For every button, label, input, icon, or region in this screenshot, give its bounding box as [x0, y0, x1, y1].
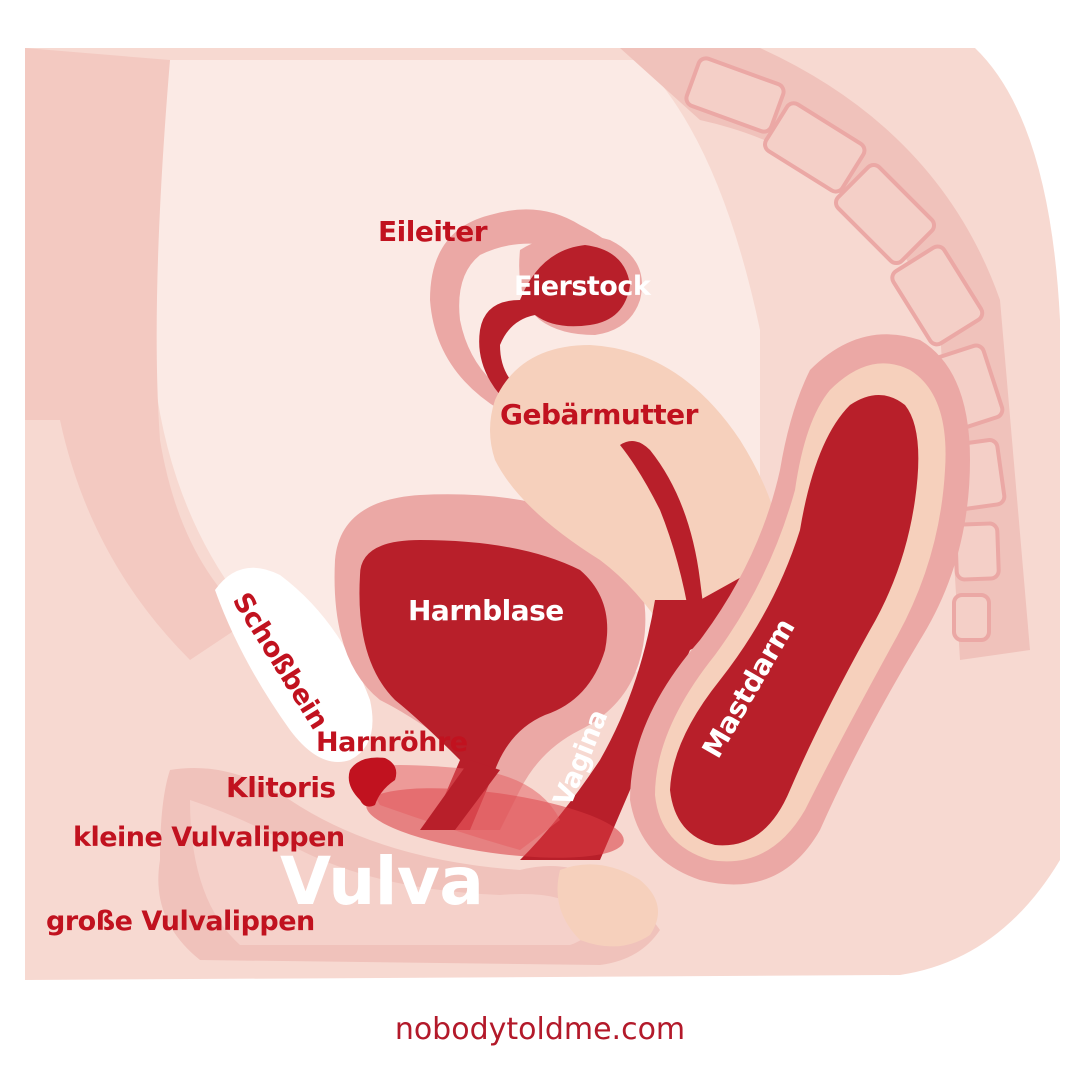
footer-site-url: nobodytoldme.com: [394, 1012, 686, 1047]
label-harnblase: Harnblase: [408, 594, 564, 627]
label-eierstock: Eierstock: [514, 271, 652, 302]
urethra: [420, 760, 500, 830]
clitoris: [348, 757, 397, 807]
labia-majora: [190, 800, 588, 945]
label-harnroehre: Harnröhre: [316, 727, 468, 758]
uterus: [490, 345, 782, 650]
label-eileiter: Eileiter: [378, 215, 488, 248]
rectum: [670, 395, 919, 846]
bladder: [359, 540, 608, 830]
abdominal-wall: [25, 48, 250, 660]
pubic-bone: [215, 567, 373, 762]
vertebrae: [684, 56, 1007, 642]
vagina-canal: [520, 575, 745, 860]
label-grosse-vulvalippen: große Vulvalippen: [46, 906, 315, 937]
uterus-cavity: [620, 441, 705, 620]
label-vulva: Vulva: [280, 843, 483, 920]
perineum: [557, 864, 658, 947]
label-gebaermutter: Gebärmutter: [500, 398, 699, 431]
label-klitoris: Klitoris: [226, 771, 336, 804]
spine-band: [620, 48, 1030, 660]
label-kleine-vulvalippen: kleine Vulvalippen: [73, 822, 345, 853]
ovary: [479, 245, 630, 395]
